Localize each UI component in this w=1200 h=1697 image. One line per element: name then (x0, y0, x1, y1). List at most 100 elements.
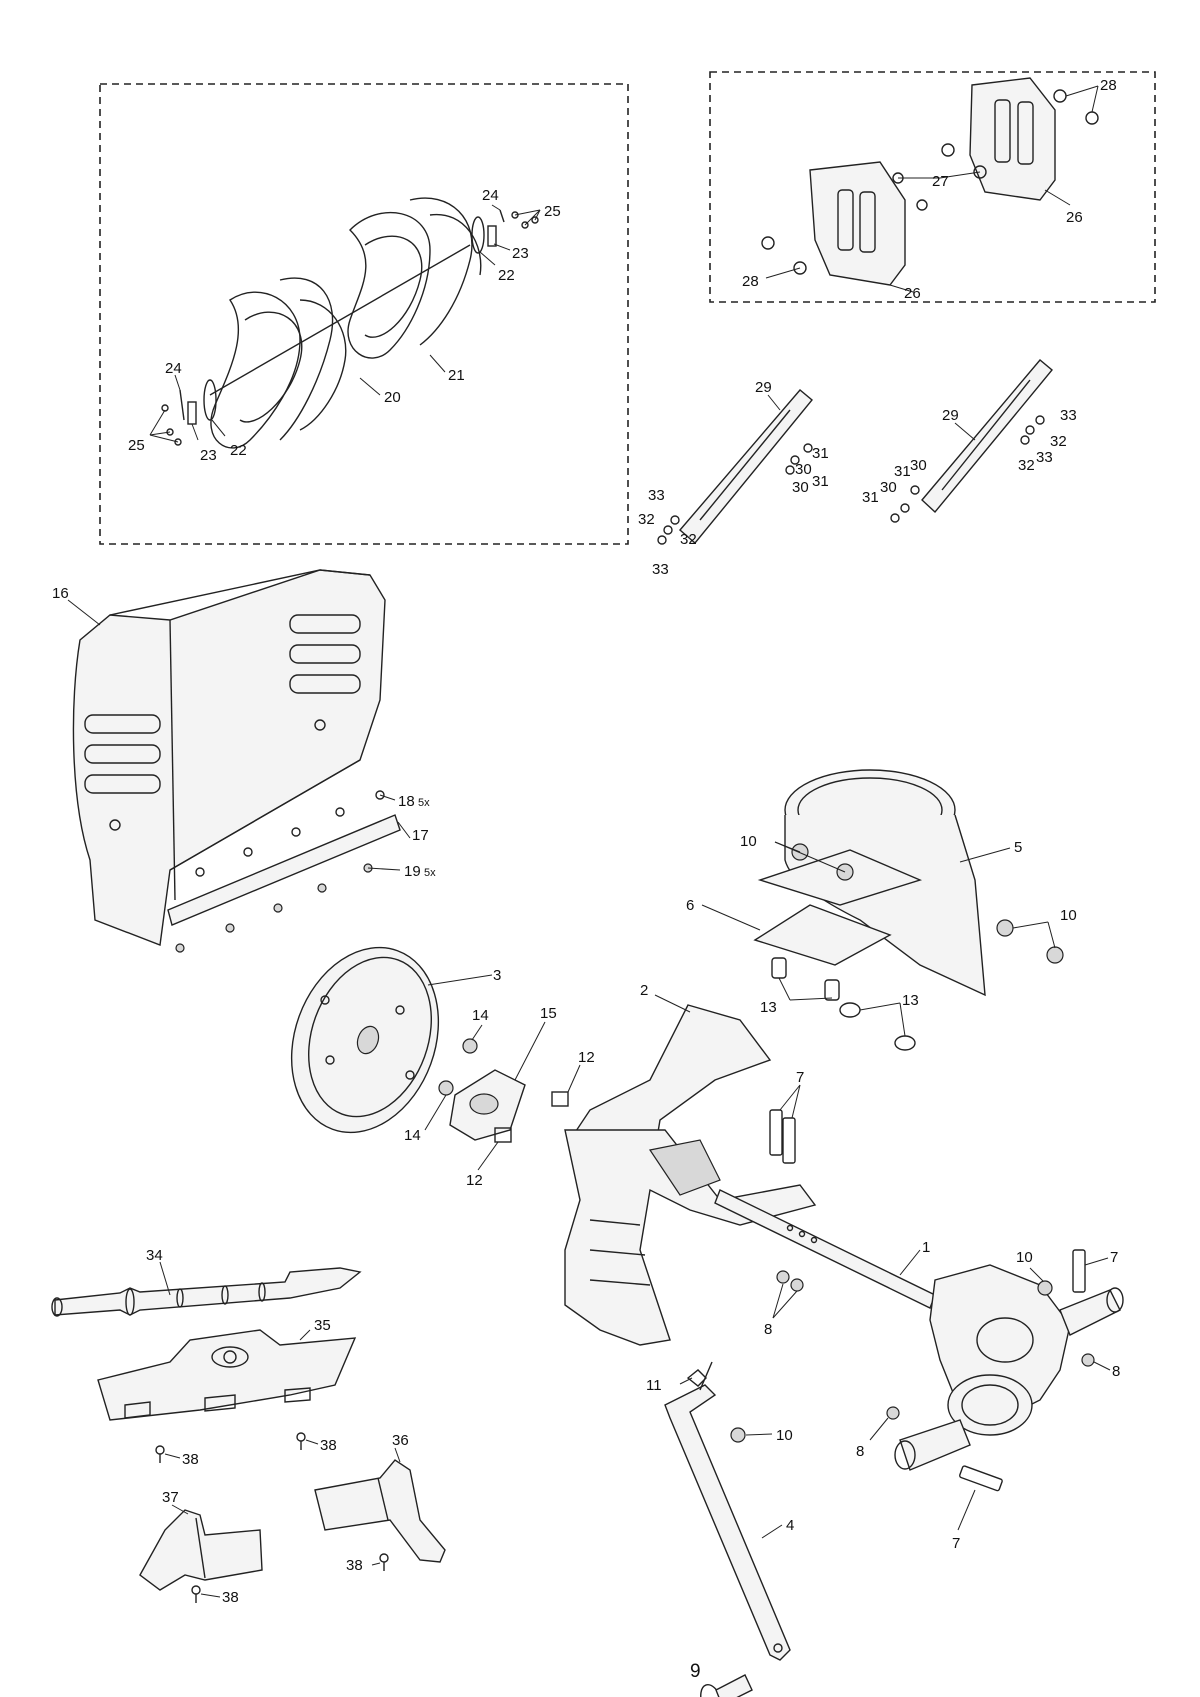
callout-25-right: 25 (544, 203, 561, 220)
hex-bolt-12b (494, 1127, 512, 1143)
callout-36: 36 (392, 1432, 409, 1449)
auger-shaft (209, 244, 471, 396)
callout-12-bottom: 12 (466, 1172, 483, 1189)
hex-bolt-7a (769, 1109, 783, 1156)
screw-38c (379, 1553, 389, 1571)
callout-25-left: 25 (128, 437, 145, 454)
callout-24-right: 24 (482, 187, 499, 204)
callout-38-b: 38 (182, 1451, 199, 1468)
skid-shoe-group: 28 27 26 26 28 (709, 71, 1156, 303)
callout-10-gearbox: 10 (1016, 1249, 1033, 1266)
callout-22-left: 22 (230, 442, 247, 459)
callout-7-top: 7 (796, 1069, 804, 1086)
fasteners-group: 7 7 7 10 8 8 8 (764, 1069, 1120, 1552)
callout-3: 3 (493, 967, 501, 984)
rail-nut-a (670, 515, 680, 525)
chute-group: 10 5 6 10 13 13 (686, 769, 1077, 1051)
callout-24-left: 24 (165, 360, 182, 377)
dash-panel (97, 1329, 357, 1421)
axle-stub-left (899, 1419, 971, 1471)
callout-12-top: 12 (578, 1049, 595, 1066)
pulley-group: 3 14 15 14 12 12 (290, 946, 595, 1189)
callout-28-top: 28 (1100, 77, 1117, 94)
callout-27: 27 (932, 173, 949, 190)
skid-bolt-b (973, 165, 987, 179)
bolt-right-b (521, 221, 529, 229)
callout-38-d: 38 (222, 1589, 239, 1606)
callout-14-top: 14 (472, 1007, 489, 1024)
spacer-right (487, 225, 497, 247)
slide-rail-right (921, 359, 1053, 514)
callout-18: 18 (398, 793, 415, 810)
carriage-bolt-13d (894, 1035, 916, 1051)
callout-31-b: 31 (812, 473, 829, 490)
flange-nut-14b (438, 1080, 454, 1096)
carriage-bolt-13a (771, 957, 787, 979)
crank-rod (664, 1384, 791, 1661)
flange-nut-10c (996, 919, 1014, 937)
callout-1: 1 (922, 1239, 930, 1256)
flange-nut-10e (1037, 1280, 1053, 1296)
spacer-left (187, 401, 197, 425)
callout-16: 16 (52, 585, 69, 602)
callout-19: 19 (404, 863, 421, 880)
gearbox-hub (947, 1374, 1033, 1436)
callout-8-bottom: 8 (856, 1443, 864, 1460)
pin-left (179, 389, 185, 421)
rail-washer-e (900, 503, 910, 513)
callout-11: 11 (646, 1377, 662, 1394)
screw-38b (155, 1445, 165, 1463)
callout-29-right: 29 (942, 407, 959, 424)
callout-38-a: 38 (320, 1437, 337, 1454)
callout-15: 15 (540, 1005, 557, 1022)
rail-bolt-a (657, 535, 667, 545)
callout-32-d: 32 (1018, 457, 1035, 474)
hex-bolt-7b (782, 1117, 796, 1164)
callout-20: 20 (384, 389, 401, 406)
callout-29-left: 29 (755, 379, 772, 396)
auger-right (347, 197, 482, 359)
quantity-19: 5x (424, 867, 436, 879)
carriage-bolt (375, 790, 385, 800)
hex-nut-8d (886, 1406, 900, 1420)
control-rod (54, 1267, 362, 1316)
callout-31-a: 31 (812, 445, 829, 462)
bolt-right-a (511, 211, 519, 219)
flange-nut-14a (462, 1038, 478, 1054)
bolt-right-c (531, 216, 539, 224)
hex-bolt-12a (551, 1091, 569, 1107)
callout-23-left: 23 (200, 447, 217, 464)
flange-nut-c (761, 236, 775, 250)
impeller-group: 2 (564, 982, 817, 1346)
callout-30-d: 30 (880, 479, 897, 496)
quantity-18: 5x (418, 797, 430, 809)
skid-shoe-right (969, 77, 1056, 201)
screw-11 (686, 1369, 707, 1387)
rail-washer-f (910, 485, 920, 495)
callout-33-c: 33 (1060, 407, 1077, 424)
callout-32-a: 32 (638, 511, 655, 528)
callout-33-d: 33 (1036, 449, 1053, 466)
callout-38-c: 38 (346, 1557, 363, 1574)
callout-26-right: 26 (1066, 209, 1083, 226)
carriage-bolt-13b (824, 979, 840, 1001)
rail-washer-a (663, 525, 673, 535)
brand-logo (211, 1346, 249, 1368)
callout-34: 34 (146, 1247, 163, 1264)
callout-10-right: 10 (1060, 907, 1077, 924)
skid-nut-b (916, 199, 928, 211)
hex-nut-8c (1081, 1353, 1095, 1367)
callout-33-b: 33 (652, 561, 669, 578)
impeller (564, 1129, 817, 1346)
callout-10-chute: 10 (740, 833, 757, 850)
axle-stub-right (1059, 1289, 1121, 1336)
dash-group: 34 35 38 38 38 38 36 37 (51, 1247, 446, 1606)
auger-housing-group: 16 18 5x 17 19 5x (52, 569, 436, 953)
scraper-bar (167, 814, 401, 926)
callout-30-c: 30 (910, 457, 927, 474)
auger-left (210, 277, 347, 449)
callout-37: 37 (162, 1489, 179, 1506)
hex-bolt-7d (959, 1465, 1003, 1492)
hex-bolt-7c (1072, 1249, 1086, 1293)
callout-21: 21 (448, 367, 465, 384)
